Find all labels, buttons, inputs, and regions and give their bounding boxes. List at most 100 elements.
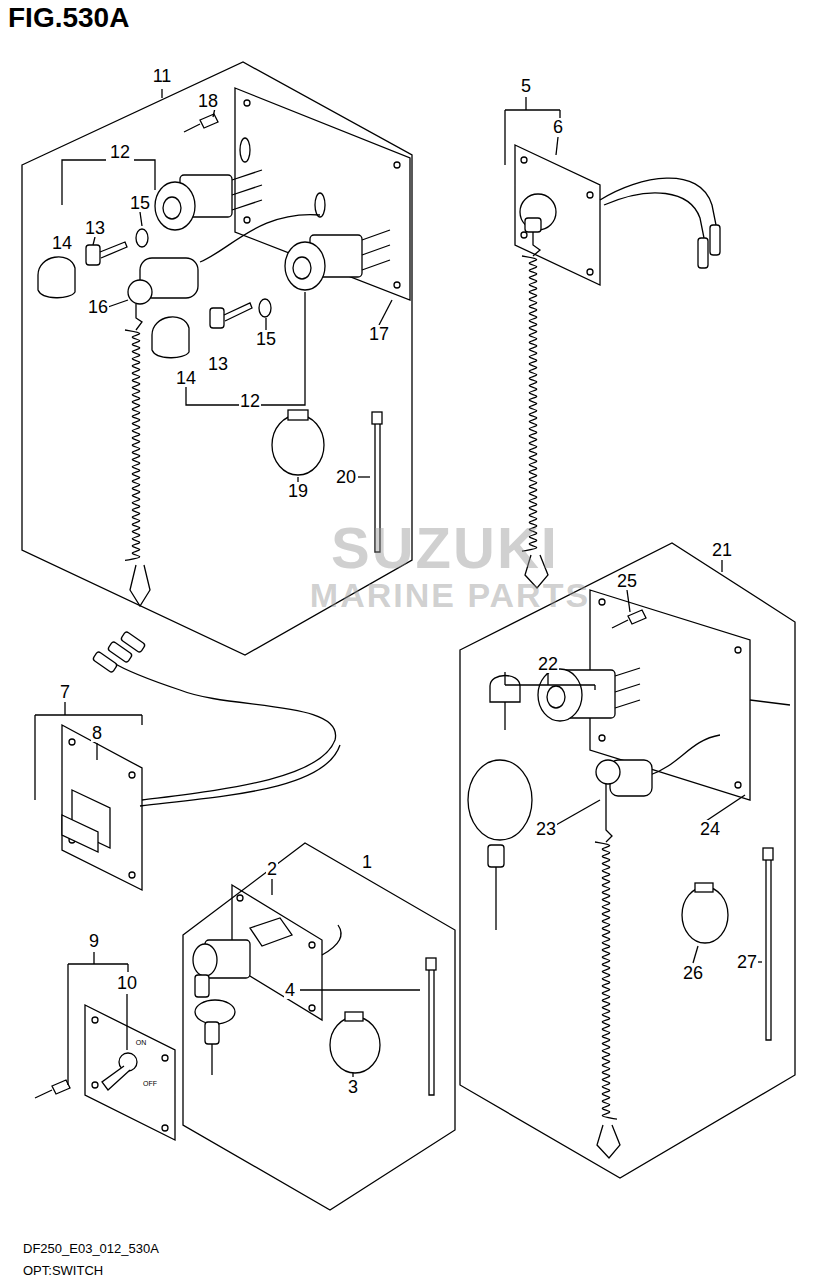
callout-number: 12 [239,392,261,410]
key [495,867,496,930]
callout-number: 23 [535,820,557,838]
key-switch [155,182,195,230]
leader-line [300,989,420,990]
clip [130,565,150,606]
key-switch [285,242,325,290]
drawing-code: DF250_E03_012_530A [22,1242,160,1255]
cap [272,410,324,475]
leader-line [627,590,630,612]
cable-tie [429,970,434,1095]
key [195,975,235,1075]
clip [597,1125,620,1158]
leader-line [693,946,698,963]
group-outline [183,843,455,1210]
parts-group-box: 21 [458,541,797,1181]
stop-switch [200,215,320,262]
leader-line [108,300,128,307]
leader-line [186,292,305,405]
key-switch [293,257,311,279]
switch-plate [244,100,250,106]
switch-plate [62,725,142,890]
leader-line [556,137,558,155]
leader-line [272,879,420,1077]
clip [130,565,150,606]
key-switch [155,170,262,230]
callout-number: 9 [88,932,100,950]
switch-plate [85,1005,175,1140]
switch-plate [315,193,325,217]
switch-plate [240,138,250,162]
leader-line [68,952,128,1085]
screw [612,610,646,628]
switch-plate [129,772,135,778]
callout-number: 25 [616,572,638,590]
key [211,1044,212,1075]
washer [259,299,271,317]
switch-plate [244,217,250,223]
parts-group-box: 1 [181,841,457,1213]
callout-number: 3 [347,1078,359,1096]
wire [140,745,340,806]
leader-line [505,672,595,690]
coil-cord [595,842,617,1119]
cable-tie [763,848,773,860]
callout-number: 5 [520,77,532,95]
switch-plate [92,1017,98,1023]
cap [682,887,728,943]
cap [330,1012,380,1073]
callout-number: 24 [699,820,721,838]
stop-switch [520,178,720,268]
stop-switch [525,218,541,232]
switch-marking: OFF [142,1080,158,1087]
cable-tie [372,412,382,424]
watermark: SUZUKI [330,519,560,577]
key-switch [163,197,181,219]
callout-number: 16 [87,298,109,316]
leader-line [161,89,162,98]
callout-number: 22 [537,655,559,673]
key [195,975,209,997]
leader-line [68,952,128,1085]
switch-marking: ON [135,1039,148,1046]
callout-number: 15 [129,194,151,212]
key [86,245,100,265]
key-switch [362,230,390,270]
key [468,676,532,931]
key [195,1000,235,1024]
screw [35,1080,70,1098]
leader-line [556,800,600,825]
callout-number: 13 [207,355,229,373]
switch-plate [237,895,243,901]
stop-switch [128,215,320,330]
key-switch [250,918,292,946]
stop-switch [698,238,708,268]
switch-plate [735,782,741,788]
switch-plate [515,145,600,285]
coil-cord [125,330,140,560]
switch-plate [62,725,142,890]
callout-number: 4 [284,981,296,999]
callout-number: 27 [736,953,758,971]
washer [136,229,148,247]
callout-number: 21 [712,541,732,559]
key-cap [152,317,189,358]
callout-number: 26 [682,964,704,982]
callout-number: 8 [91,724,103,742]
stop-switch [604,193,704,238]
switch-plate [162,1125,168,1131]
switch-plate [394,162,400,168]
cable-tie [426,958,436,1095]
drawing-caption: OPT:SWITCH [22,1264,104,1277]
callout-number: 13 [84,219,106,237]
switch-plate [309,1005,315,1011]
toggle-switch [102,1066,130,1090]
key-cap [38,257,189,358]
stop-switch [600,178,716,225]
group-outline [458,541,797,1181]
leader-line [721,560,722,572]
watermark: MARINE PARTS [309,578,591,612]
callout-number: 7 [59,683,71,701]
leader-line [271,879,272,895]
leader-line [35,702,142,800]
callout-number: 12 [109,143,131,161]
